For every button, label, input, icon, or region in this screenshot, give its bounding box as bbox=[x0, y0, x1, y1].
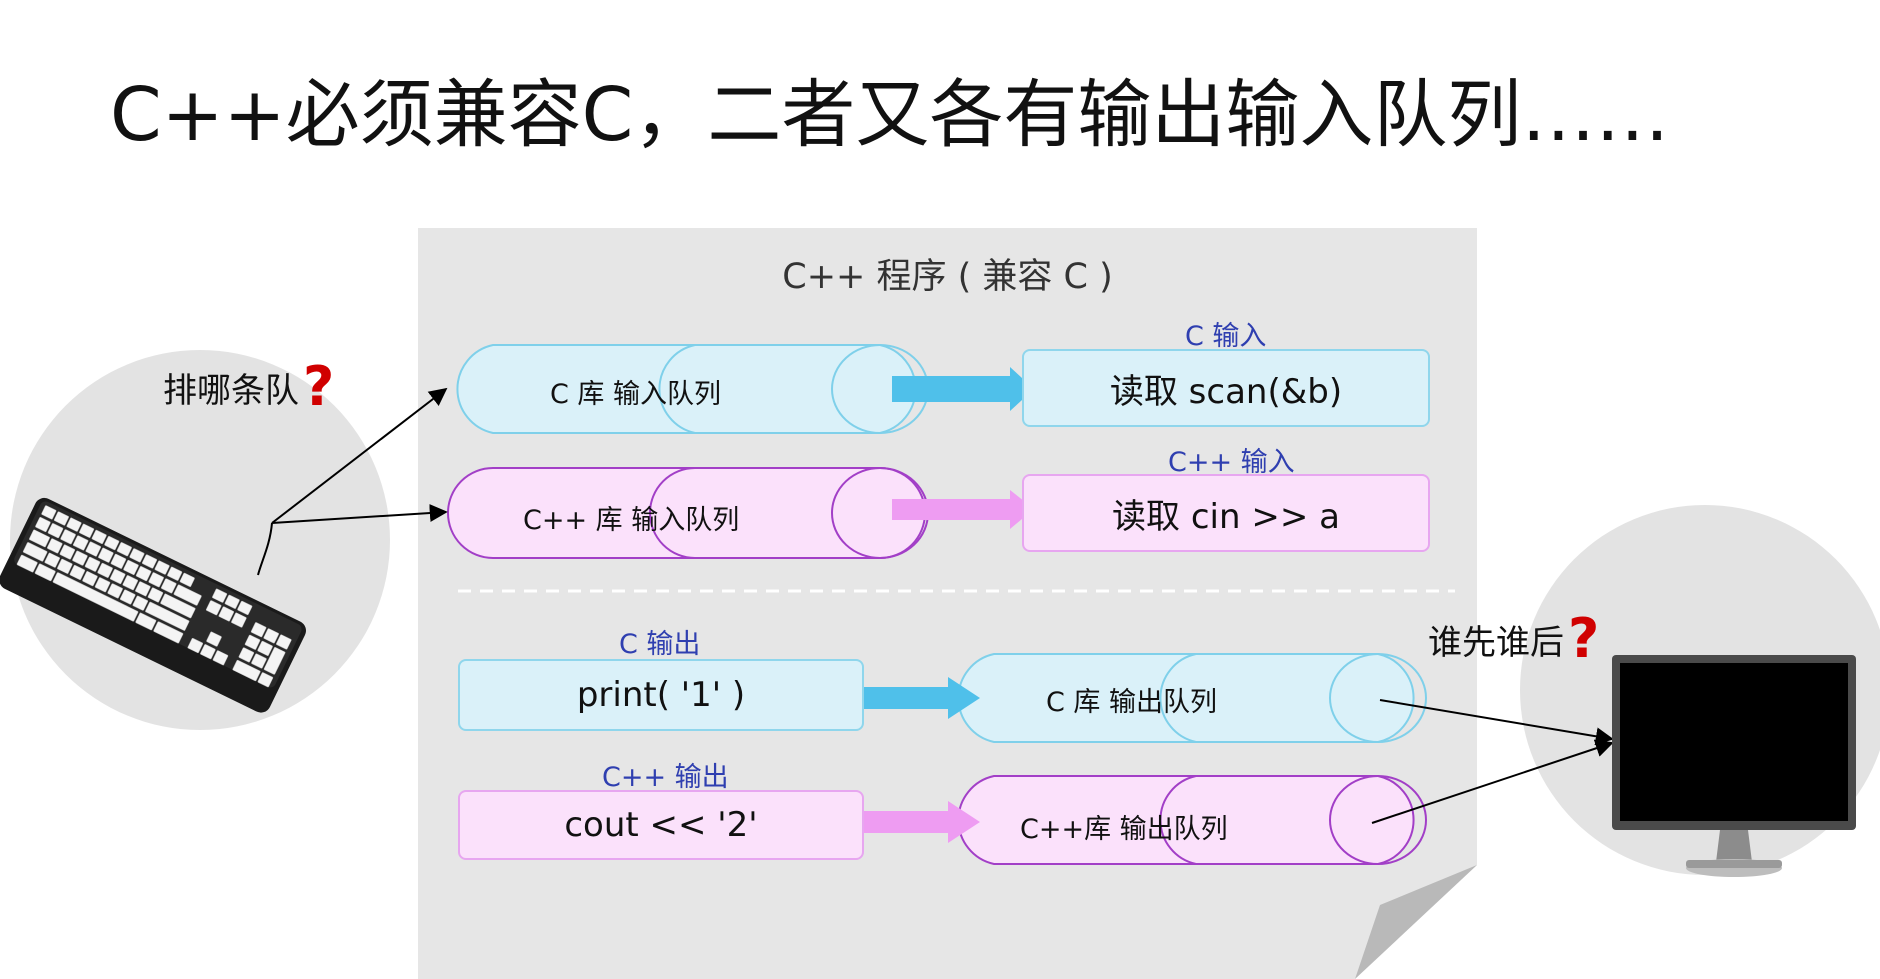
keyboard-cable bbox=[257, 522, 273, 576]
cpp-output-queue-label: C++库 输出队列 bbox=[1020, 814, 1228, 845]
keyboard-to-cpp-queue-arrow bbox=[271, 504, 448, 524]
slide-title: C++必须兼容C，二者又各有输出输入队列…… bbox=[110, 72, 1670, 158]
c-input-queue-pipe bbox=[456, 344, 929, 434]
c-output-queue-label: C 库 输出队列 bbox=[1046, 687, 1218, 718]
c-output-label: C 输出 bbox=[619, 629, 701, 660]
cpp-read-box: 读取 cin >> a bbox=[1022, 474, 1430, 552]
c-output-block-arrow bbox=[836, 677, 980, 719]
monitor-icon bbox=[1612, 655, 1856, 877]
monitor-label-text: 谁先谁后 bbox=[1428, 622, 1564, 663]
cpp-input-block-arrow bbox=[892, 490, 1034, 529]
c-output-queue-pipe bbox=[957, 653, 1427, 743]
panel-title: C++ 程序 ( 兼容 C ) bbox=[782, 257, 1113, 297]
c-print-box: print( '1' ) bbox=[458, 659, 864, 731]
cpp-input-queue-pipe bbox=[447, 467, 929, 559]
c-input-queue-label: C 库 输入队列 bbox=[550, 379, 722, 410]
cpp-input-label: C++ 输入 bbox=[1168, 447, 1295, 478]
c-input-label: C 输入 bbox=[1185, 321, 1267, 352]
c-read-box: 读取 scan(&b) bbox=[1022, 349, 1430, 427]
monitor-question-label: 谁先谁后? bbox=[1428, 612, 1599, 666]
keyboard-icon bbox=[0, 497, 306, 713]
question-mark-icon: ? bbox=[1568, 607, 1600, 670]
keyboard-question-label: 排哪条队? bbox=[163, 360, 334, 414]
cpp-output-block-arrow bbox=[836, 801, 980, 843]
cpp-output-queue-pipe bbox=[957, 775, 1427, 865]
question-mark-icon: ? bbox=[303, 355, 335, 418]
cpp-cout-box: cout << '2' bbox=[458, 790, 864, 860]
c-input-block-arrow bbox=[892, 367, 1034, 411]
cpp-input-queue-label: C++ 库 输入队列 bbox=[523, 505, 740, 536]
panel-page-curl bbox=[1355, 865, 1477, 979]
keyboard-label-text: 排哪条队 bbox=[163, 370, 299, 411]
keyboard-to-c-queue-arrow bbox=[271, 387, 448, 524]
program-panel bbox=[418, 228, 1477, 979]
cpp-queue-to-monitor-arrow bbox=[1371, 739, 1614, 824]
c-queue-to-monitor-arrow bbox=[1379, 699, 1614, 746]
cpp-output-label: C++ 输出 bbox=[602, 762, 729, 793]
